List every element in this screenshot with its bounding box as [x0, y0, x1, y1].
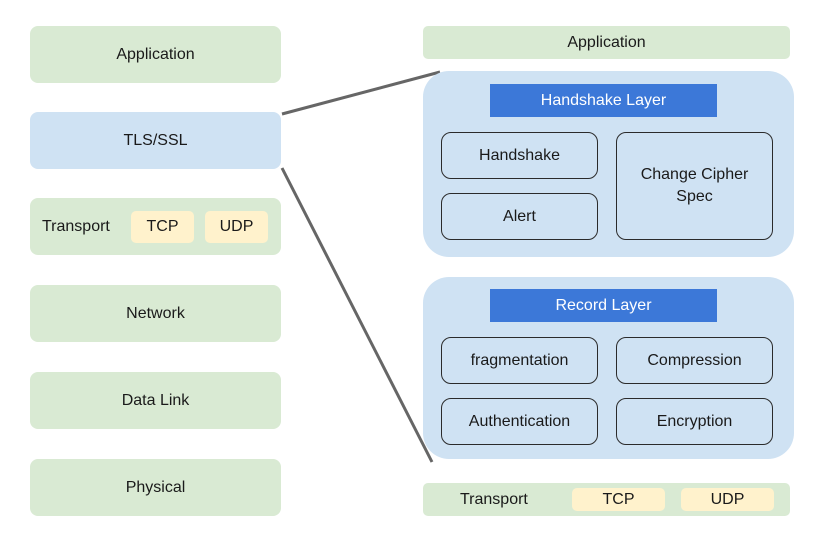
layer-network: Network — [30, 285, 281, 342]
compression-box: Compression — [616, 337, 773, 384]
change-cipher-spec-box-label: Change Cipher Spec — [640, 166, 749, 205]
detail-transport-label: Transport — [460, 491, 528, 508]
handshake-layer-title: Handshake Layer — [490, 84, 717, 117]
handshake-box-label: Handshake — [479, 146, 560, 164]
layer-data-link: Data Link — [30, 372, 281, 429]
fragmentation-box-label: fragmentation — [470, 351, 569, 369]
tcp-chip-label: TCP — [146, 218, 179, 235]
fragmentation-box: fragmentation — [441, 337, 598, 384]
udp-chip: UDP — [205, 211, 268, 243]
layer-application-label: Application — [116, 45, 195, 63]
connector-line-bottom — [280, 167, 434, 463]
layer-data-link-label: Data Link — [121, 391, 190, 409]
detail-application-label: Application — [567, 33, 646, 51]
detail-application: Application — [423, 26, 790, 59]
alert-box-label: Alert — [503, 207, 536, 225]
change-cipher-spec-box: Change Cipher Spec — [616, 132, 773, 240]
authentication-box: Authentication — [441, 398, 598, 445]
record-layer-title-label: Record Layer — [555, 296, 652, 314]
detail-udp-chip-label: UDP — [710, 490, 745, 508]
layer-tls-ssl-label: TLS/SSL — [123, 131, 188, 149]
layer-physical-label: Physical — [125, 478, 186, 496]
encryption-box: Encryption — [616, 398, 773, 445]
detail-tcp-chip-label: TCP — [602, 490, 635, 508]
layer-network-label: Network — [126, 304, 185, 322]
compression-box-label: Compression — [647, 351, 742, 369]
detail-tcp-chip: TCP — [572, 488, 665, 511]
handshake-layer-title-label: Handshake Layer — [540, 91, 667, 109]
layer-physical: Physical — [30, 459, 281, 516]
authentication-box-label: Authentication — [468, 412, 571, 430]
tcp-chip: TCP — [131, 211, 194, 243]
handshake-box: Handshake — [441, 132, 598, 179]
layer-tls-ssl: TLS/SSL — [30, 112, 281, 169]
alert-box: Alert — [441, 193, 598, 240]
record-layer-title: Record Layer — [490, 289, 717, 322]
connector-line-top — [281, 70, 441, 116]
layer-transport-label: Transport — [42, 218, 110, 235]
detail-udp-chip: UDP — [681, 488, 774, 511]
layer-application: Application — [30, 26, 281, 83]
encryption-box-label: Encryption — [656, 412, 733, 430]
udp-chip-label: UDP — [219, 218, 254, 235]
